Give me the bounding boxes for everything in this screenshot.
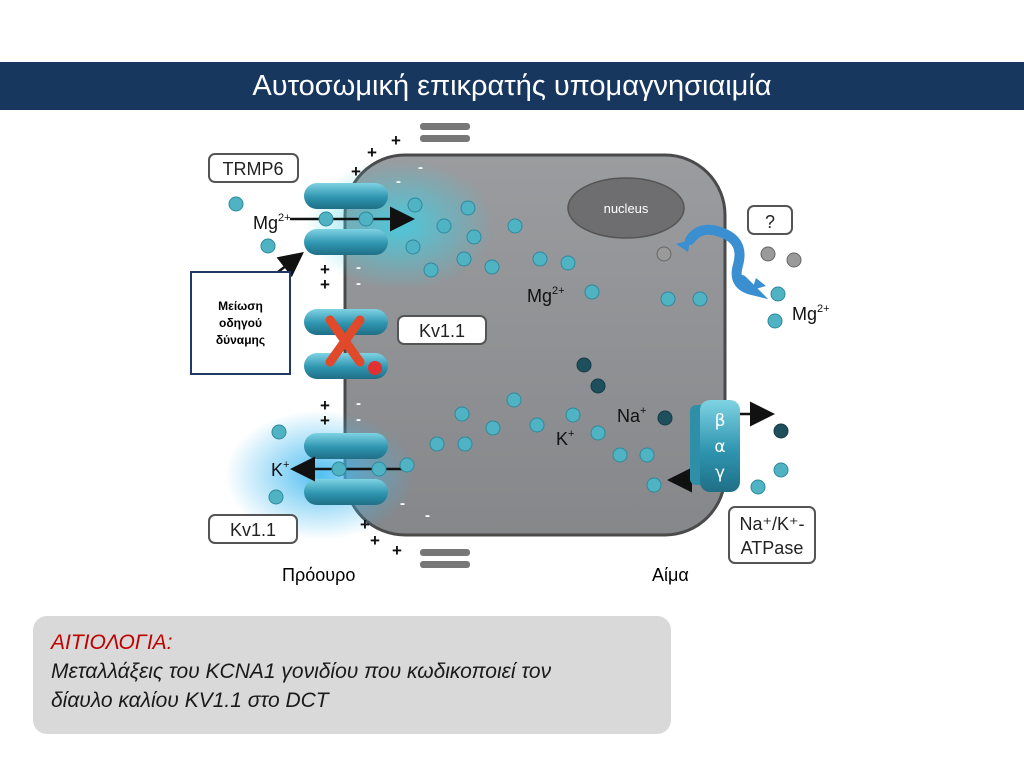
nucleus-label: nucleus [604,201,649,216]
svg-text:TRMP6: TRMP6 [222,159,283,179]
slide-title: Αυτοσωμική επικρατής υπομαγνησιαιμία [0,62,1024,110]
svg-text:+: + [351,162,361,181]
svg-text:?: ? [765,212,775,232]
etiology-line: δίαυλο καλίου KV1.1 στο DCT [51,689,329,712]
blocked-x-icon [325,315,382,375]
mg-label-center: Mg2+ [527,285,565,306]
svg-text:-: - [356,259,361,276]
svg-text:β: β [715,411,726,431]
tight-junction-bottom [420,549,470,568]
na-label: Na+ [617,405,646,426]
etiology-heading: ΑΙΤΙΟΛΟΓΙΑ: [51,631,173,654]
svg-text:-: - [400,495,405,512]
svg-text:+: + [370,531,380,550]
kv1-1-channel [304,433,388,505]
trpm6-label-box: TRMP6 [208,153,299,183]
question-box: ? [747,205,793,235]
mg-label-left: Mg2+ [253,212,291,233]
callout-arrow [276,251,304,278]
mg-ions [228,196,786,329]
svg-text:+: + [391,131,401,150]
kv1-1-channel-blocked [304,309,388,379]
callout-line: Μείωση [218,298,263,313]
svg-text:-: - [425,507,430,524]
kv1-1-label-bottom: Kv1.1 [208,514,298,544]
svg-text:ATPase: ATPase [741,538,804,558]
svg-text:-: - [356,395,361,412]
svg-text:+: + [320,411,330,430]
atpase-label-box: Na⁺/K⁺- ATPase [728,506,816,564]
callout-line: οδηγού [219,315,262,330]
svg-text:Na⁺/K⁺-: Na⁺/K⁺- [739,514,804,534]
exchanger-arrow-icon [676,224,769,300]
charge-signs: + + + + + + + + + + - - - - - - - - [320,131,430,560]
etiology-line: Μεταλλάξεις του KCNA1 γονιδίου που κωδικ… [51,660,552,683]
svg-text:-: - [418,159,423,176]
blood-label: Αίμα [652,565,689,585]
svg-text:+: + [320,260,330,279]
etiology-box: ΑΙΤΙΟΛΟΓΙΑ: Μεταλλάξεις του KCNA1 γονιδί… [33,616,671,734]
cell-diagram: nucleus β α γ TRMP6 K [208,123,830,568]
svg-text:Kv1.1: Kv1.1 [419,321,465,341]
na-ions [576,357,789,439]
nucleus [567,177,685,239]
svg-text:+: + [392,541,402,560]
svg-text:α: α [714,437,725,457]
svg-text:+: + [367,143,377,162]
svg-text:+: + [320,275,330,294]
unknown-ions [656,246,802,268]
svg-text:-: - [396,173,401,190]
tight-junction-top [420,123,470,142]
svg-text:γ: γ [715,463,725,483]
k-label-left: K+ [271,459,289,480]
svg-text:Kv1.1: Kv1.1 [230,520,276,540]
kv1-1-label-center: Kv1.1 [397,315,487,345]
svg-text:+: + [320,396,330,415]
k-label-center: K+ [556,428,574,449]
lumen-label: Πρόουρο [282,565,356,585]
svg-text:-: - [356,275,361,292]
svg-text:-: - [356,411,361,428]
mg-label-right: Mg2+ [792,303,830,324]
trpm6-channel [304,183,388,255]
k-ions [268,392,789,505]
na-k-atpase-pump: β α γ [690,400,740,492]
driving-force-callout: Μείωση οδηγού δύναμης [190,271,291,375]
svg-text:+: + [360,515,370,534]
callout-line: δύναμης [215,332,266,347]
